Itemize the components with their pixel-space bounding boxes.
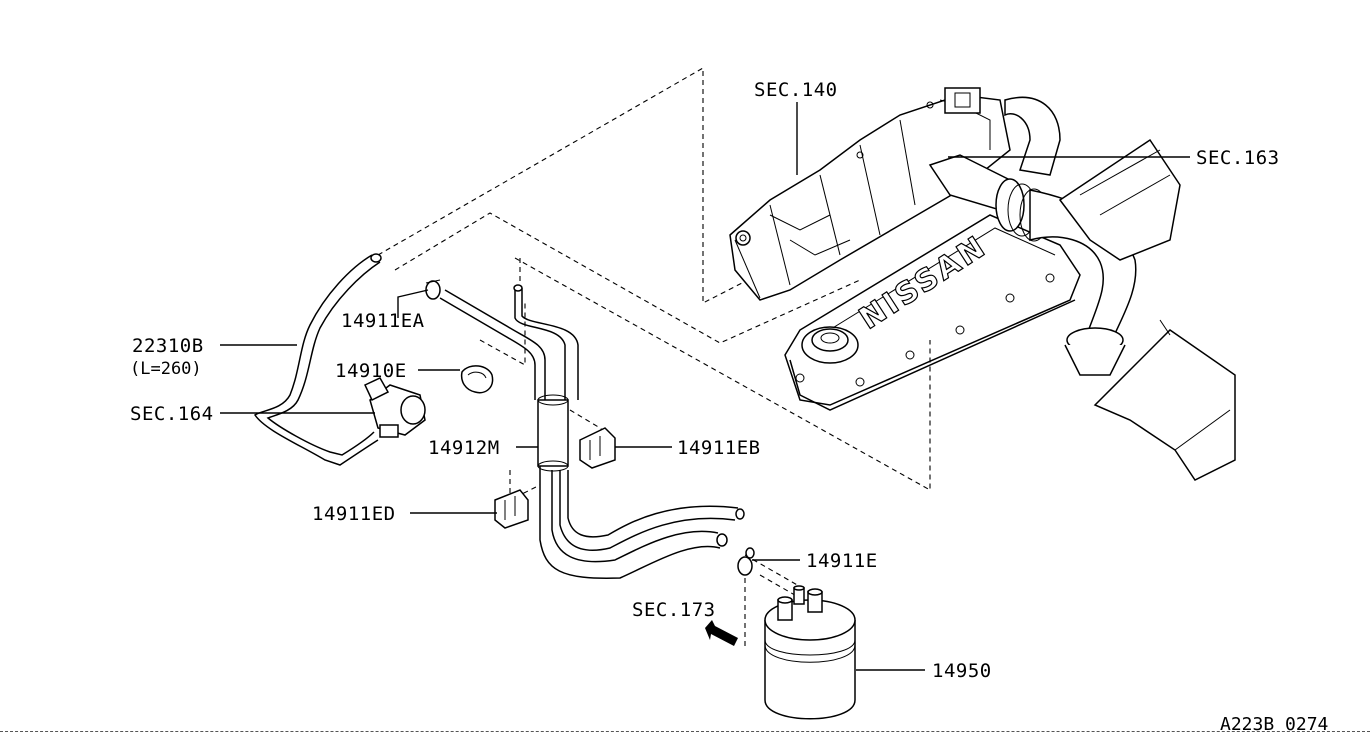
clamp-14911ed xyxy=(494,489,529,529)
evap-hose-assembly xyxy=(439,284,745,579)
footer-rule xyxy=(0,731,1370,732)
label-22310b-length: (L=260) xyxy=(130,359,202,379)
label-sec163: SEC.163 xyxy=(1196,147,1280,169)
clamp-14911ea xyxy=(425,279,441,300)
sec173-arrow xyxy=(705,620,738,646)
label-14911eb: 14911EB xyxy=(677,437,761,459)
label-14911e: 14911E xyxy=(806,550,878,572)
clip-14910e xyxy=(460,365,494,394)
label-sec140: SEC.140 xyxy=(754,79,838,101)
label-14910e: 14910E xyxy=(335,360,407,382)
engine-assembly: NISSAN xyxy=(729,87,1236,481)
label-14950: 14950 xyxy=(932,660,992,682)
label-14912m: 14912M xyxy=(428,437,500,459)
evap-canister xyxy=(764,585,856,720)
label-22310b: 22310B xyxy=(132,335,204,357)
label-14911ea: 14911EA xyxy=(341,310,425,332)
vacuum-hose-22310b xyxy=(253,253,382,466)
diagram-code: A223B 0274 xyxy=(1220,714,1328,735)
clamp-14911eb xyxy=(579,427,616,469)
leader-lines xyxy=(220,102,1190,671)
solenoid-valve xyxy=(364,377,426,438)
clamp-14911e xyxy=(737,547,755,576)
label-sec173: SEC.173 xyxy=(632,599,716,621)
label-sec164: SEC.164 xyxy=(130,403,214,425)
label-14911ed: 14911ED xyxy=(312,503,396,525)
part-labels: SEC.140 SEC.163 22310B (L=260) SEC.164 1… xyxy=(130,79,1328,735)
